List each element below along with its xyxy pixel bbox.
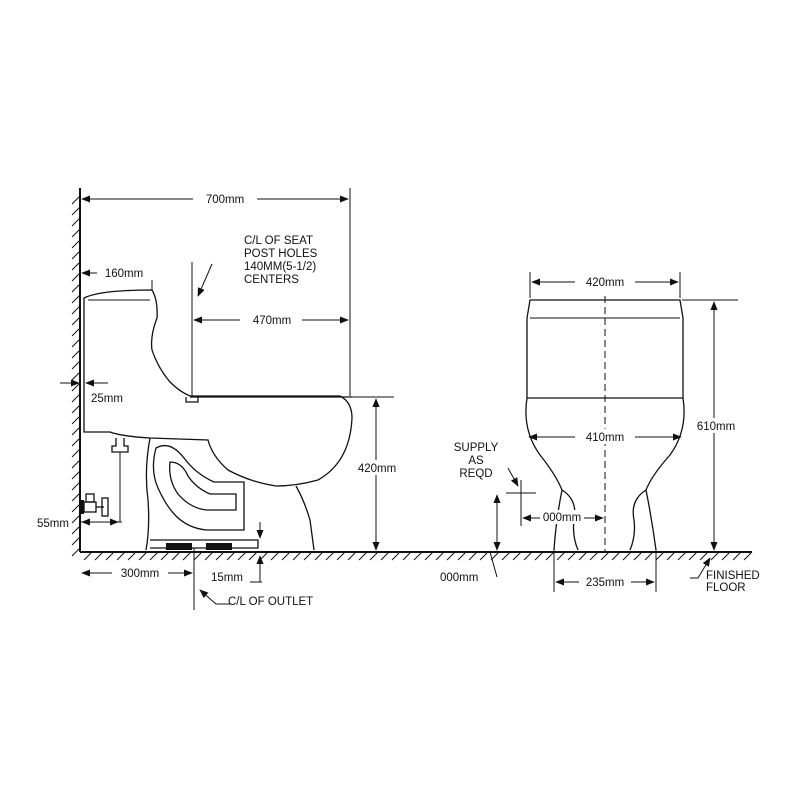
seat-note-line-2: POST HOLES xyxy=(244,248,318,260)
dim-supply-height: 55mm xyxy=(37,518,69,530)
floor-note-line-1: FINISHED xyxy=(706,570,760,582)
toilet-side-profile xyxy=(80,289,353,551)
dim-overall-width: 700mm xyxy=(206,194,244,206)
seat-note-line-4: CENTERS xyxy=(244,274,299,286)
seat-post-bolt xyxy=(185,397,199,403)
dim-base-width: 235mm xyxy=(586,577,624,589)
supply-note-line-1: SUPPLY xyxy=(454,442,499,454)
rear-base xyxy=(145,437,151,551)
seat-note-line-3: 140MM(5-1/2) xyxy=(244,261,316,273)
dim-outlet-offset: 15mm xyxy=(211,572,243,584)
floor-bolt-right xyxy=(206,543,232,550)
supply-note-line-2: AS xyxy=(468,455,484,467)
front-dimensions: 420mm 410mm 610mm SUPPLY AS REQD 000mm 0… xyxy=(440,272,760,594)
dim-rough-in: 300mm xyxy=(121,568,159,580)
dim-tank-depth: 160mm xyxy=(105,268,143,280)
supply-note-line-3: REQD xyxy=(459,468,492,480)
dim-total-height: 610mm xyxy=(697,421,735,433)
dim-seat-to-front: 470mm xyxy=(253,315,291,327)
bowl-front-outline xyxy=(525,397,563,551)
trapway-outer xyxy=(152,444,245,531)
shutoff-valve xyxy=(80,493,109,517)
dim-supply-offset: 000mm xyxy=(543,512,581,524)
tank-front-outline xyxy=(526,299,684,399)
wall xyxy=(71,188,81,557)
fill-valve-nut xyxy=(111,438,129,453)
outlet-note: C/L OF OUTLET xyxy=(228,596,313,608)
dim-tank-width: 420mm xyxy=(586,277,624,289)
dim-seat-height: 420mm xyxy=(358,463,396,475)
dim-wall-gap: 25mm xyxy=(91,393,123,405)
floor-note-line-2: FLOOR xyxy=(706,582,746,594)
seat-note-line-1: C/L OF SEAT xyxy=(244,235,313,247)
dim-bowl-width: 410mm xyxy=(586,432,624,444)
wall-hatch xyxy=(71,195,81,557)
trapway-inner xyxy=(169,461,237,511)
floor-bolt-left xyxy=(166,543,192,550)
floor-hatch xyxy=(83,551,753,561)
finished-floor-line xyxy=(80,551,753,561)
dim-supply-floor-height: 000mm xyxy=(440,572,478,584)
base-plate xyxy=(150,539,259,549)
side-dimensions: 700mm 160mm C/L OF SEAT POST HOLES 140MM… xyxy=(37,188,402,610)
tank-side-outline xyxy=(83,289,353,487)
front-foot xyxy=(295,485,315,551)
